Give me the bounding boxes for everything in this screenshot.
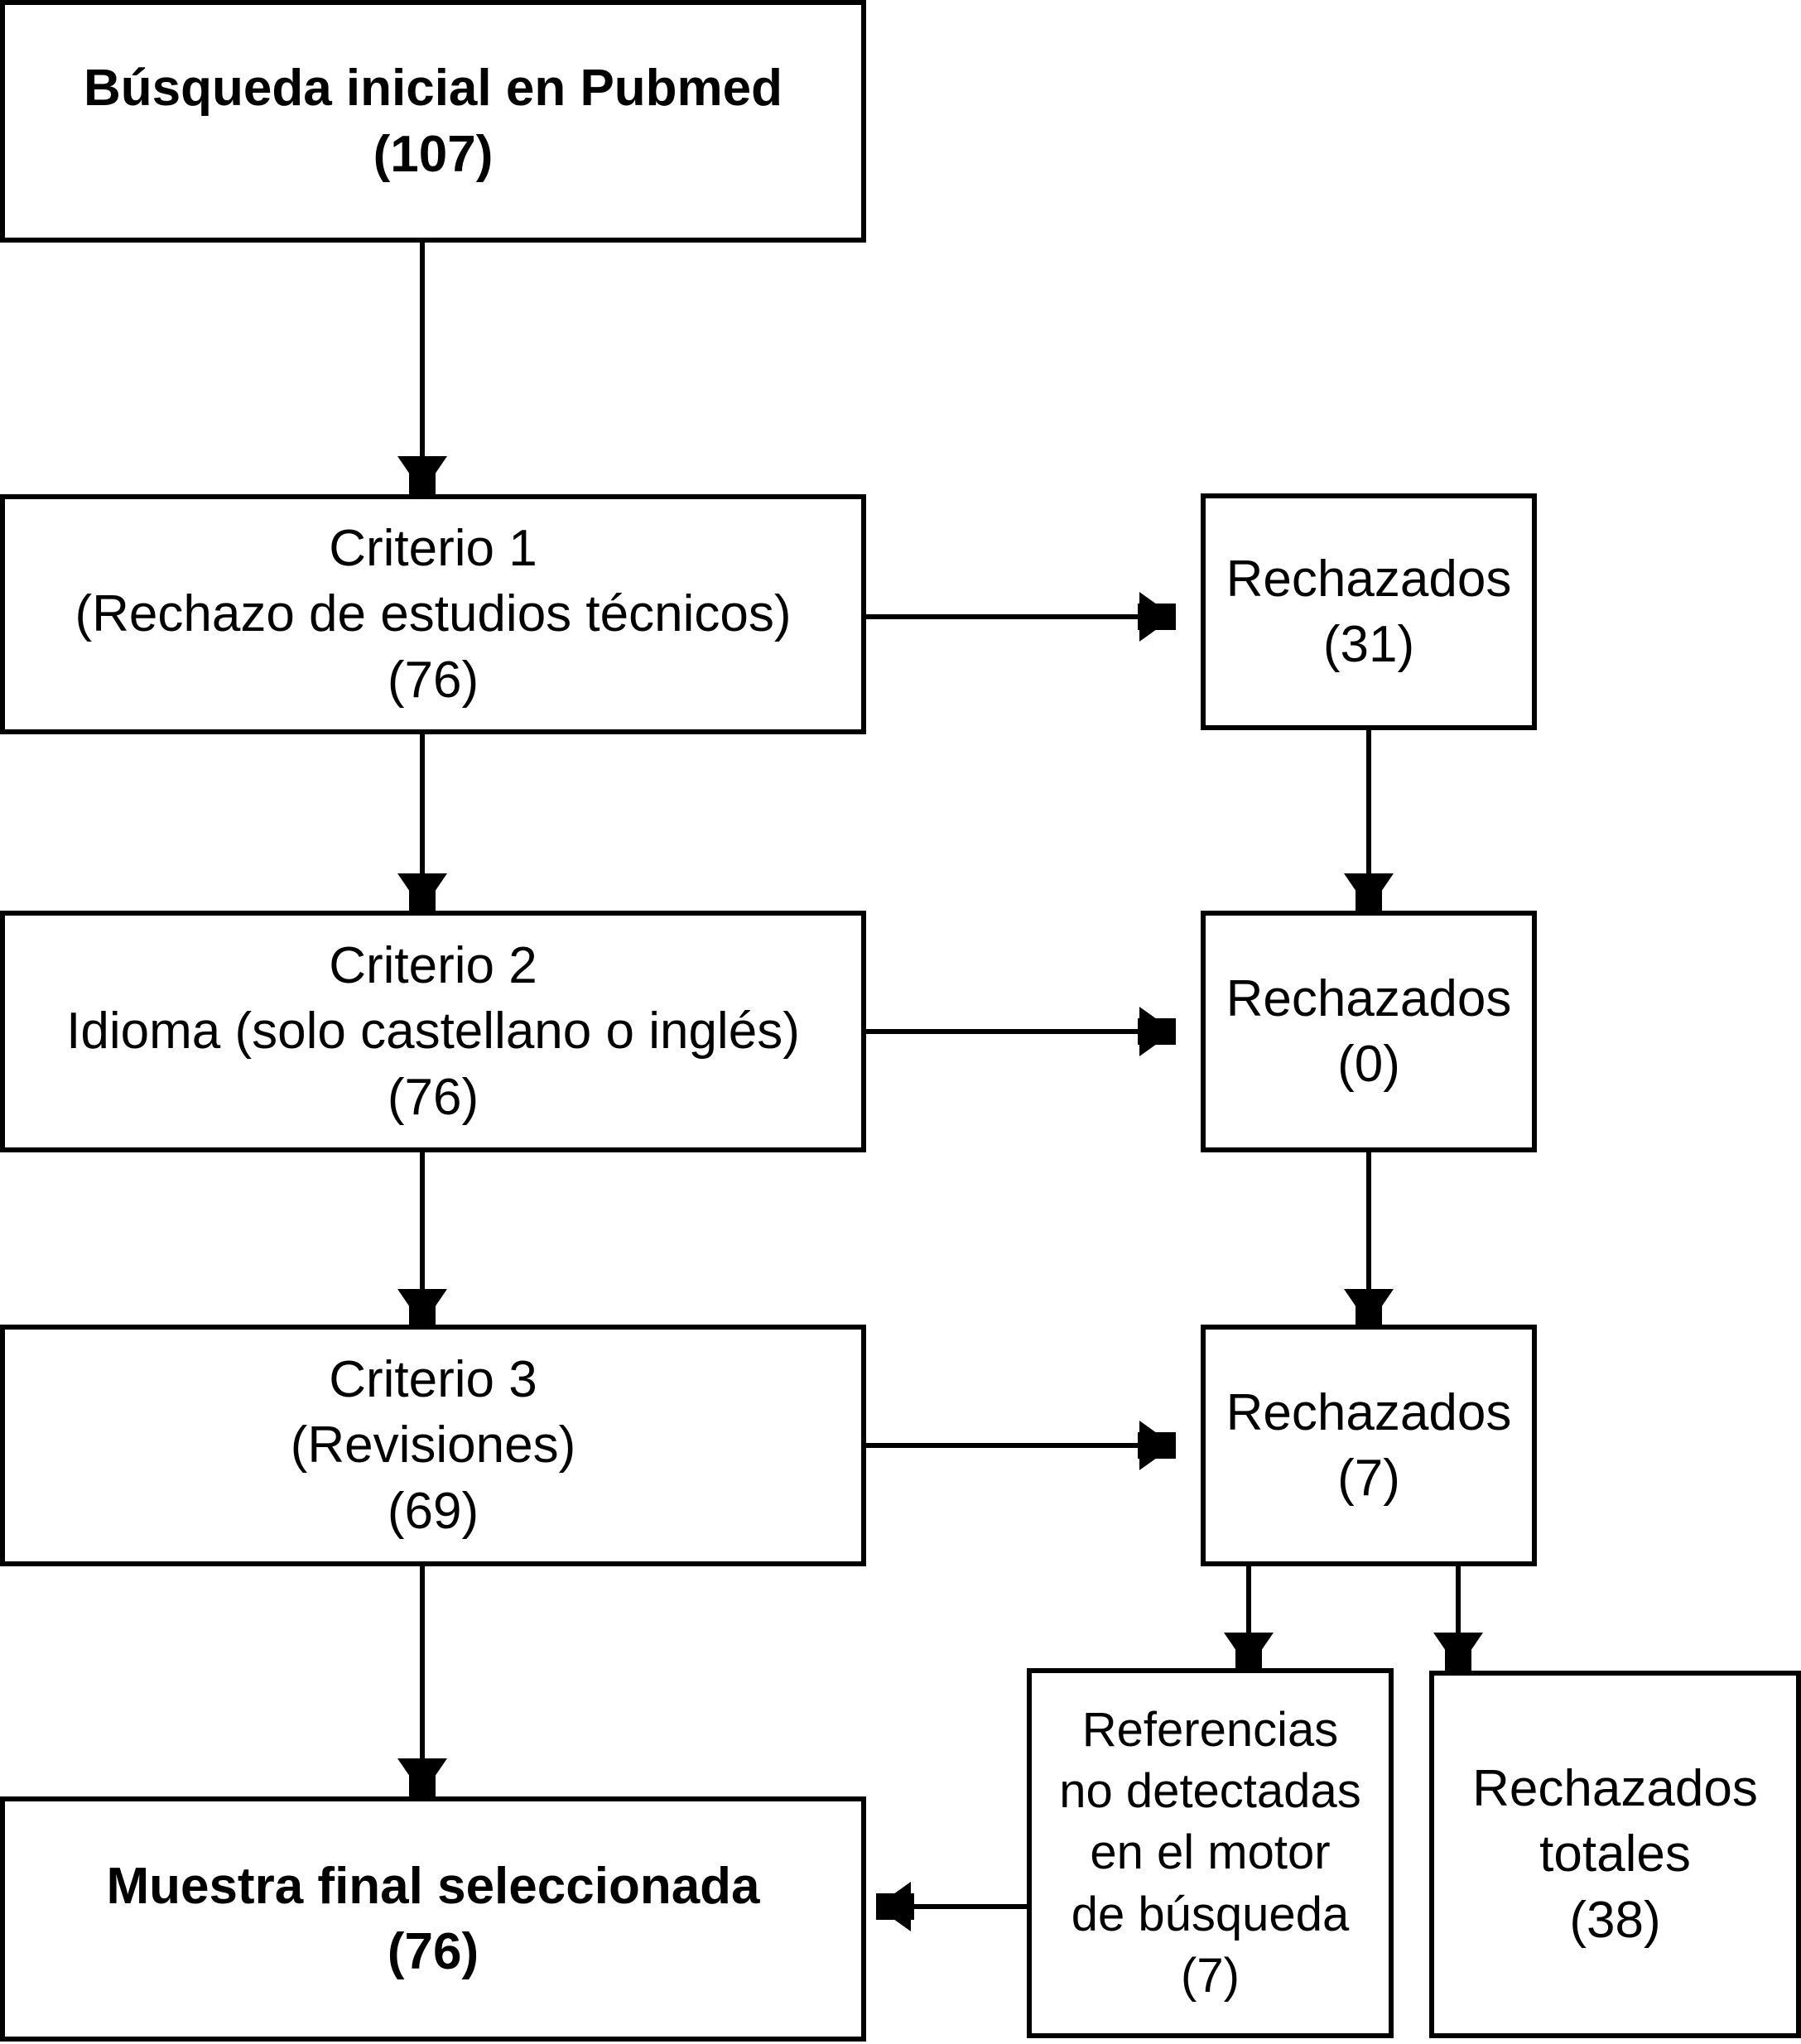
node-criterio3-line-3: (69) <box>387 1482 479 1540</box>
connector-criterio1-criterio2 <box>420 733 425 882</box>
node-muestra-final-line-2: (76) <box>387 1923 479 1980</box>
node-muestra-final[interactable]: Muestra final seleccionada (76) <box>0 1796 866 2042</box>
node-rechazados-totales[interactable]: Rechazados totales (38) <box>1429 1671 1801 2038</box>
arrowhead-down-referencias <box>1224 1633 1274 1671</box>
connector-rechazados1-rechazados2 <box>1366 729 1371 882</box>
node-rechazados-3[interactable]: Rechazados (7) <box>1201 1325 1537 1566</box>
node-rechazados-2[interactable]: Rechazados (0) <box>1201 911 1537 1152</box>
connector-criterio3-muestra <box>420 1566 425 1767</box>
node-referencias-line-1: Referencias <box>1081 1702 1339 1757</box>
node-rechazados-1[interactable]: Rechazados (31) <box>1201 493 1537 730</box>
arrowhead-down-rechazados2 <box>1344 873 1394 911</box>
arrowhead-down-rechazados3 <box>1344 1289 1394 1327</box>
connector-criterio2-rechazados2 <box>861 1029 1139 1034</box>
connector-rechazados3-referencias <box>1246 1566 1251 1641</box>
node-criterio2-line-3: (76) <box>387 1068 479 1126</box>
node-criterio2[interactable]: Criterio 2 Idioma (solo castellano o ing… <box>0 911 866 1152</box>
arrowhead-down-criterio1 <box>397 456 447 494</box>
node-rechazados-totales-line-2: totales <box>1539 1825 1691 1883</box>
node-referencias-line-2: no detectadas <box>1059 1764 1361 1819</box>
node-muestra-final-line-1: Muestra final seleccionada <box>106 1857 760 1915</box>
node-referencias-line-5: (7) <box>1181 1948 1240 2003</box>
node-criterio1-line-2: (Rechazo de estudios técnicos) <box>75 585 792 643</box>
node-referencias-no-detectadas[interactable]: Referencias no detectadas en el motor de… <box>1027 1668 1394 2038</box>
node-criterio1-line-1: Criterio 1 <box>329 519 537 577</box>
node-referencias-line-4: de búsqueda <box>1071 1887 1350 1941</box>
node-rechazados-3-line-2: (7) <box>1337 1450 1400 1507</box>
connector-referencias-muestra <box>911 1904 1031 1909</box>
arrowhead-down-criterio3 <box>397 1289 447 1327</box>
connector-rechazados2-rechazados3 <box>1366 1152 1371 1297</box>
node-pubmed[interactable]: Búsqueda inicial en Pubmed (107) <box>0 0 866 243</box>
node-criterio3[interactable]: Criterio 3 (Revisiones) (69) <box>0 1325 866 1566</box>
arrowhead-right-rechazados3 <box>1138 1421 1176 1470</box>
arrowhead-right-rechazados2 <box>1138 1007 1176 1056</box>
node-criterio1-line-3: (76) <box>387 651 479 709</box>
node-rechazados-1-line-2: (31) <box>1322 616 1415 673</box>
node-rechazados-2-line-1: Rechazados <box>1226 969 1512 1027</box>
node-pubmed-line-1: Búsqueda inicial en Pubmed <box>83 60 783 118</box>
arrowhead-down-muestra <box>397 1758 447 1796</box>
node-criterio3-line-2: (Revisiones) <box>290 1416 576 1474</box>
arrowhead-down-criterio2 <box>397 873 447 911</box>
node-rechazados-totales-line-1: Rechazados <box>1472 1759 1758 1817</box>
arrowhead-down-totales <box>1433 1633 1483 1671</box>
connector-rechazados3-totales <box>1456 1566 1461 1641</box>
connector-pubmed-criterio1 <box>420 243 425 464</box>
node-rechazados-totales-line-3: (38) <box>1569 1891 1661 1949</box>
node-pubmed-line-2: (107) <box>373 125 494 183</box>
connector-criterio1-rechazados1 <box>861 614 1139 619</box>
node-rechazados-2-line-2: (0) <box>1337 1036 1400 1093</box>
node-criterio2-line-2: Idioma (solo castellano o inglés) <box>66 1003 800 1060</box>
node-criterio2-line-1: Criterio 2 <box>329 936 537 994</box>
arrowhead-right-rechazados1 <box>1138 592 1176 642</box>
node-rechazados-1-line-1: Rechazados <box>1226 550 1512 608</box>
node-criterio3-line-1: Criterio 3 <box>329 1350 537 1408</box>
connector-criterio2-criterio3 <box>420 1152 425 1297</box>
connector-criterio3-rechazados3 <box>861 1443 1139 1448</box>
node-criterio1[interactable]: Criterio 1 (Rechazo de estudios técnicos… <box>0 494 866 734</box>
node-rechazados-3-line-1: Rechazados <box>1226 1383 1512 1441</box>
node-referencias-line-3: en el motor <box>1090 1825 1331 1880</box>
arrowhead-left-muestra <box>876 1882 914 1931</box>
